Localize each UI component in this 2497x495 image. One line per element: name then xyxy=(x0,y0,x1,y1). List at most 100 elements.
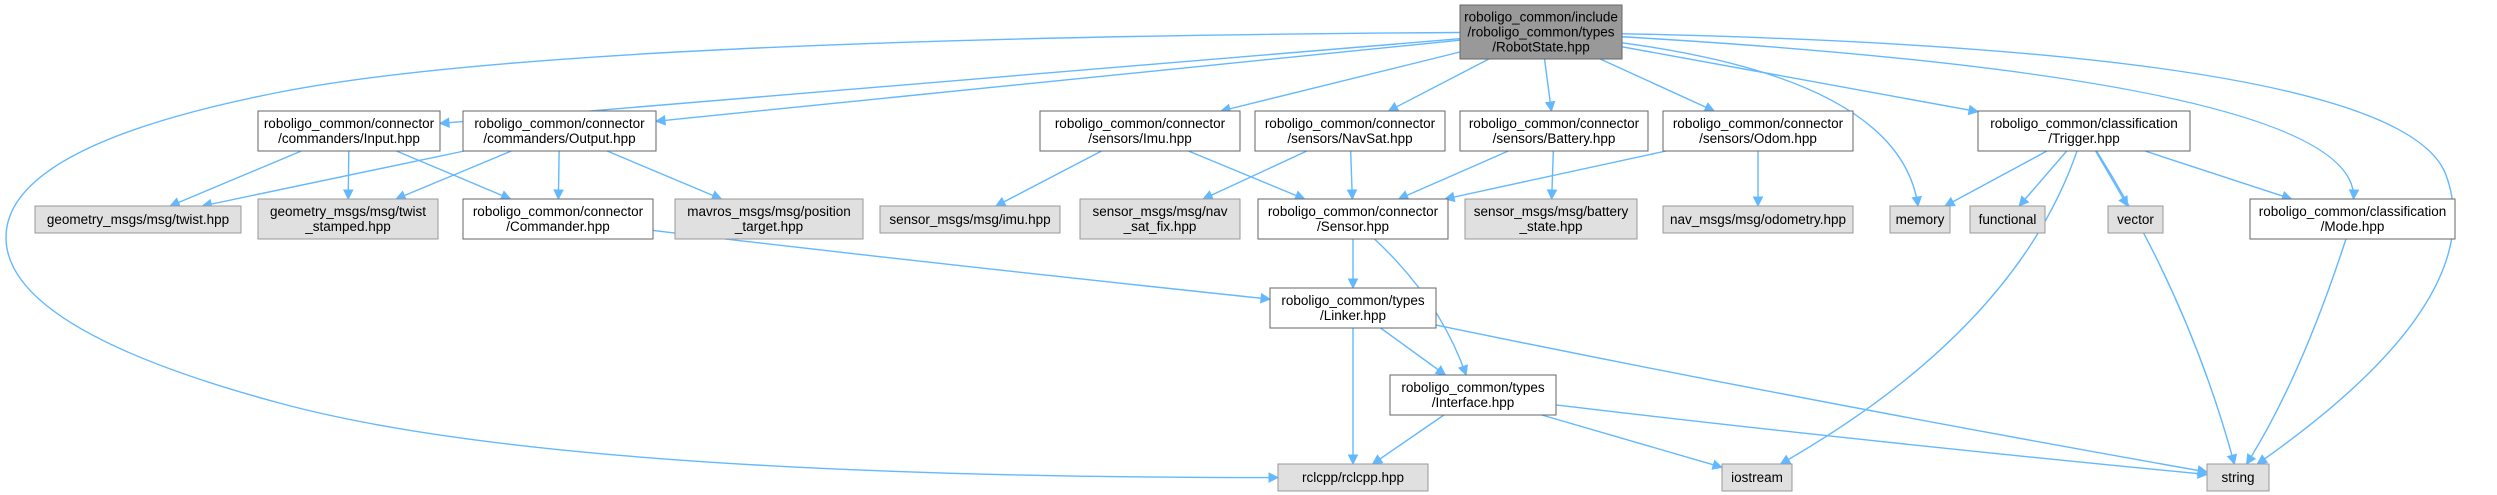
edge-line xyxy=(655,39,1461,122)
edge-line xyxy=(1621,36,2355,200)
node-twist[interactable]: geometry_msgs/msg/twist.hpp xyxy=(34,205,242,234)
node-label-line: roboligo_common/classification xyxy=(1990,116,2178,131)
node-mode[interactable]: roboligo_common/classification/Mode.hpp xyxy=(2249,198,2456,240)
edge-line xyxy=(439,38,1461,125)
node-output[interactable]: roboligo_common/connector/commanders/Out… xyxy=(462,110,657,152)
node-box xyxy=(2249,198,2456,240)
edge-arrowhead xyxy=(1347,278,1359,290)
node-box xyxy=(1254,110,1446,152)
node-label-line: roboligo_common/connector xyxy=(1055,116,1226,131)
edge-root-to-navsat xyxy=(1387,58,1490,112)
node-label-line: /commanders/Input.hpp xyxy=(278,131,420,146)
edge-arrowhead xyxy=(1397,190,1410,201)
node-box xyxy=(1662,110,1854,152)
node-layer: roboligo_common/include/roboligo_common/… xyxy=(34,4,2456,492)
node-label-line: roboligo_common/include xyxy=(1464,10,1618,25)
edge-line xyxy=(1780,150,2078,465)
node-label-line: /Commander.hpp xyxy=(506,219,610,234)
edge-line xyxy=(1621,32,2455,465)
edge-odom-to-sensor xyxy=(1443,150,1667,203)
node-box xyxy=(1977,110,2191,152)
edge-navsat-to-navsatmsg xyxy=(1202,150,1308,200)
node-label-line: iostream xyxy=(1731,470,1783,485)
node-box xyxy=(1889,205,1951,234)
node-navsatmsg[interactable]: sensor_msgs/msg/nav_sat_fix.hpp xyxy=(1079,198,1241,240)
node-navsat[interactable]: roboligo_common/connector/sensors/NavSat… xyxy=(1254,110,1446,152)
edge-arrowhead xyxy=(169,197,182,208)
node-label-line: roboligo_common/connector xyxy=(1673,116,1844,131)
node-rclcpp[interactable]: rclcpp/rclcpp.hpp xyxy=(1277,463,1429,492)
edge-battery-to-sensor xyxy=(1397,150,1509,201)
node-box xyxy=(257,110,441,152)
node-label-line: roboligo_common/connector xyxy=(264,116,435,131)
node-iostream[interactable]: iostream xyxy=(1721,463,1793,492)
edge-trigger-to-memory xyxy=(1944,150,2048,207)
edge-trigger-to-string xyxy=(2095,150,2237,466)
edge-root-to-odom xyxy=(1599,58,1716,112)
node-box xyxy=(1662,205,1854,234)
edge-line xyxy=(1621,46,1979,113)
node-box xyxy=(462,110,657,152)
node-functional[interactable]: functional xyxy=(1969,205,2046,234)
edge-root-to-input xyxy=(438,38,1461,128)
edge-line xyxy=(1380,327,1446,376)
node-linker[interactable]: roboligo_common/types/Linker.hpp xyxy=(1269,287,1437,329)
edge-line xyxy=(202,150,465,207)
node-label-line: /Linker.hpp xyxy=(1320,308,1386,323)
edge-root-to-memory xyxy=(1621,42,1922,208)
node-imumsg[interactable]: sensor_msgs/msg/imu.hpp xyxy=(879,205,1061,234)
node-root[interactable]: roboligo_common/include/roboligo_common/… xyxy=(1459,4,1623,60)
node-imu[interactable]: roboligo_common/connector/sensors/Imu.hp… xyxy=(1039,110,1241,152)
edge-arrowhead xyxy=(1434,365,1447,376)
edge-interface-to-string xyxy=(1555,404,2209,479)
edge-arrowhead xyxy=(994,196,1007,207)
node-battery[interactable]: roboligo_common/connector/sensors/Batter… xyxy=(1459,110,1649,152)
node-box xyxy=(1079,198,1241,240)
node-label-line: /Mode.hpp xyxy=(2321,219,2385,234)
node-twiststamped[interactable]: geometry_msgs/msg/twist_stamped.hpp xyxy=(257,198,439,240)
node-string[interactable]: string xyxy=(2206,463,2270,492)
edge-root-to-string xyxy=(1621,32,2455,465)
node-label-line: /roboligo_common/types xyxy=(1467,25,1614,40)
edge-line xyxy=(1398,150,1509,200)
edge-line xyxy=(1599,58,1715,112)
edge-arrowhead xyxy=(2018,195,2030,207)
node-mavros[interactable]: mavros_msgs/msg/position_target.hpp xyxy=(674,198,864,240)
node-sensor[interactable]: roboligo_common/connector/Sensor.hpp xyxy=(1257,198,1449,240)
edge-output-to-commander xyxy=(553,150,564,201)
node-odommsg[interactable]: nav_msgs/msg/odometry.hpp xyxy=(1662,205,1854,234)
node-commander[interactable]: roboligo_common/connector/Commander.hpp xyxy=(462,198,654,240)
edge-linker-to-rclcpp xyxy=(1347,328,1359,466)
node-label-line: geometry_msgs/msg/twist xyxy=(270,204,426,219)
node-label-line: roboligo_common/connector xyxy=(473,204,644,219)
node-vector[interactable]: vector xyxy=(2107,205,2164,234)
edge-arrowhead xyxy=(710,190,723,201)
node-label-line: /sensors/Odom.hpp xyxy=(1699,131,1817,146)
edge-imu-to-imumsg xyxy=(994,150,1102,207)
node-batterymsg[interactable]: sensor_msgs/msg/battery_state.hpp xyxy=(1464,198,1638,240)
edge-line xyxy=(1188,150,1305,200)
edge-arrowhead xyxy=(1371,454,1384,465)
edge-root-to-mode xyxy=(1621,36,2360,201)
edge-arrowhead xyxy=(2226,453,2237,466)
node-label-line: _target.hpp xyxy=(734,219,803,234)
edge-line xyxy=(5,31,1461,479)
node-trigger[interactable]: roboligo_common/classification/Trigger.h… xyxy=(1977,110,2191,152)
node-box xyxy=(1459,4,1623,60)
node-box xyxy=(674,198,864,240)
node-box xyxy=(462,198,654,240)
edge-arrowhead xyxy=(1346,189,1358,201)
node-input[interactable]: roboligo_common/connector/commanders/Inp… xyxy=(257,110,441,152)
edge-root-to-rclcpp xyxy=(5,31,1461,483)
edge-odom-to-odommsg xyxy=(1752,151,1764,208)
node-box xyxy=(257,198,439,240)
edge-root-to-battery xyxy=(1543,58,1556,113)
node-label-line: /sensors/NavSat.hpp xyxy=(1287,131,1412,146)
node-memory[interactable]: memory xyxy=(1889,205,1951,234)
edge-line xyxy=(2144,150,2292,200)
node-odom[interactable]: roboligo_common/connector/sensors/Odom.h… xyxy=(1662,110,1854,152)
node-interface[interactable]: roboligo_common/types/Interface.hpp xyxy=(1389,374,1557,416)
edge-line xyxy=(2095,150,2129,207)
edge-arrowhead xyxy=(1711,459,1724,470)
edge-linker-to-interface xyxy=(1380,327,1447,376)
